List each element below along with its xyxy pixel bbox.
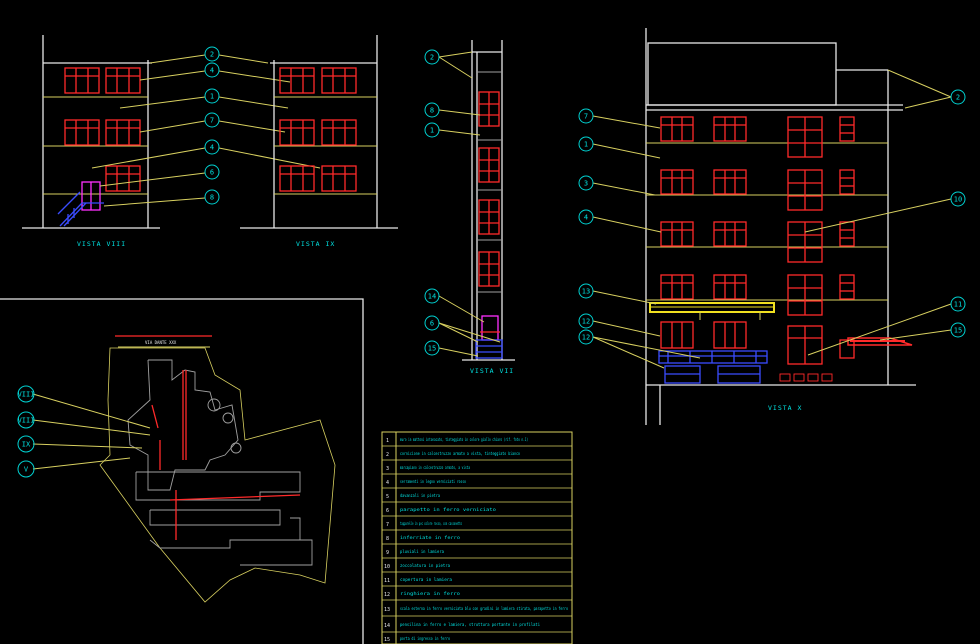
svg-text:12: 12 [582, 334, 590, 342]
svg-text:15: 15 [954, 327, 962, 335]
elevation-vista-viii: VISTA VIII [22, 35, 160, 248]
legend-text: davanzali in pietra [400, 493, 440, 499]
legend-num: 3 [386, 466, 389, 472]
windows-vii [478, 91, 500, 287]
legend-text: zoccolatura in pietra [400, 563, 450, 569]
svg-text:7: 7 [210, 117, 214, 125]
legend-num: 6 [386, 508, 389, 514]
legend-num: 4 [386, 480, 389, 486]
site-plan: VIA DANTE XXX [0, 298, 364, 644]
windows-ix [279, 67, 357, 192]
legend-num: 8 [386, 536, 389, 542]
svg-text:IX: IX [22, 441, 31, 449]
legend-num: 2 [386, 452, 389, 458]
callouts-viii: 2 4 1 7 4 6 8 [91, 46, 321, 207]
callouts-vii: 2 8 1 14 6 15 [424, 49, 501, 357]
legend-text: scala esterna in ferro verniciata blu co… [400, 606, 568, 612]
windows-viii [64, 67, 141, 192]
svg-text:8: 8 [210, 194, 214, 202]
elevation-vista-ix: VISTA IX [240, 35, 398, 248]
legend-text: serramenti in legno verniciati rosso [400, 479, 466, 485]
callout-circle [204, 112, 220, 128]
legend-num: 15 [384, 637, 390, 643]
svg-text:4: 4 [210, 144, 214, 152]
svg-text:2: 2 [956, 94, 960, 102]
svg-text:2: 2 [430, 54, 434, 62]
legend-text: tapparelle in pvc colore rosso, con cass… [400, 521, 462, 527]
callout-circle [204, 88, 220, 104]
legend-text: porta di ingresso in ferro [400, 636, 450, 642]
legend-text: cornicione in calcestruzzo armato a vist… [400, 451, 520, 457]
callout-circle [204, 164, 220, 180]
legend-text: ringhiera in ferro [400, 591, 460, 597]
legend-text: inferriate in ferro [400, 535, 460, 541]
svg-text:6: 6 [210, 169, 214, 177]
stair-viii [57, 191, 104, 227]
legend-num: 11 [384, 578, 390, 584]
legend-num: 7 [386, 522, 389, 528]
callouts-plan: VIII VIII IX V [17, 385, 151, 478]
svg-text:14: 14 [428, 293, 436, 301]
svg-text:1: 1 [210, 93, 214, 101]
callout-circle [204, 189, 220, 205]
elevation-vista-x: VISTA X [645, 28, 916, 425]
svg-text:10: 10 [954, 196, 962, 204]
svg-text:4: 4 [210, 67, 214, 75]
svg-text:8: 8 [430, 107, 434, 115]
svg-text:6: 6 [430, 320, 434, 328]
windows-x [660, 116, 855, 382]
legend-text: copertura in lamiera [400, 577, 452, 583]
svg-text:13: 13 [582, 288, 590, 296]
stair-x [658, 350, 768, 384]
elevation-vista-vii: VISTA VII [462, 40, 515, 375]
street-label: VIA DANTE XXX [145, 340, 177, 345]
svg-text:1: 1 [584, 141, 588, 149]
legend-table: 1 2 3 4 5 6 7 8 9 10 11 12 13 14 15 muro… [381, 431, 573, 644]
label-vista-x: VISTA X [768, 404, 802, 412]
legend-text: marcapiano in calcestruzzo armato, a vis… [400, 465, 470, 471]
svg-text:11: 11 [954, 301, 962, 309]
svg-text:VIII: VIII [18, 417, 35, 425]
stair-vii [475, 339, 503, 359]
svg-text:15: 15 [428, 345, 436, 353]
svg-text:7: 7 [584, 113, 588, 121]
callout-circle [204, 46, 220, 62]
canopy-x [648, 299, 780, 320]
legend-text: muro in mattoni intonacato, tinteggiato … [400, 437, 528, 443]
legend-num: 12 [384, 592, 390, 598]
callout-circle [204, 139, 220, 155]
legend-num: 5 [386, 494, 389, 500]
legend-num: 9 [386, 550, 389, 556]
callouts-x: 7 1 3 4 13 12 12 2 10 11 15 [578, 69, 966, 369]
legend-num: 13 [384, 607, 390, 613]
svg-text:1: 1 [430, 127, 434, 135]
canopy-red-x [847, 337, 913, 346]
legend-text: pluviali in lamiera [400, 549, 444, 555]
svg-text:VIII: VIII [18, 391, 35, 399]
legend-text: pensilina in ferro e lamiera, struttura … [400, 622, 540, 628]
label-vista-viii: VISTA VIII [77, 240, 126, 248]
legend-text: parapetto in ferro verniciato [400, 507, 496, 513]
svg-text:3: 3 [584, 180, 588, 188]
label-vista-ix: VISTA IX [296, 240, 335, 248]
callout-circle [204, 62, 220, 78]
legend-num: 1 [386, 438, 389, 444]
legend-num: 10 [384, 564, 390, 570]
legend-num: 14 [384, 623, 390, 629]
svg-text:4: 4 [584, 214, 588, 222]
svg-text:12: 12 [582, 318, 590, 326]
door-vii [481, 315, 499, 341]
label-vista-vii: VISTA VII [470, 367, 514, 375]
svg-text:2: 2 [210, 51, 214, 59]
svg-text:V: V [24, 466, 29, 474]
